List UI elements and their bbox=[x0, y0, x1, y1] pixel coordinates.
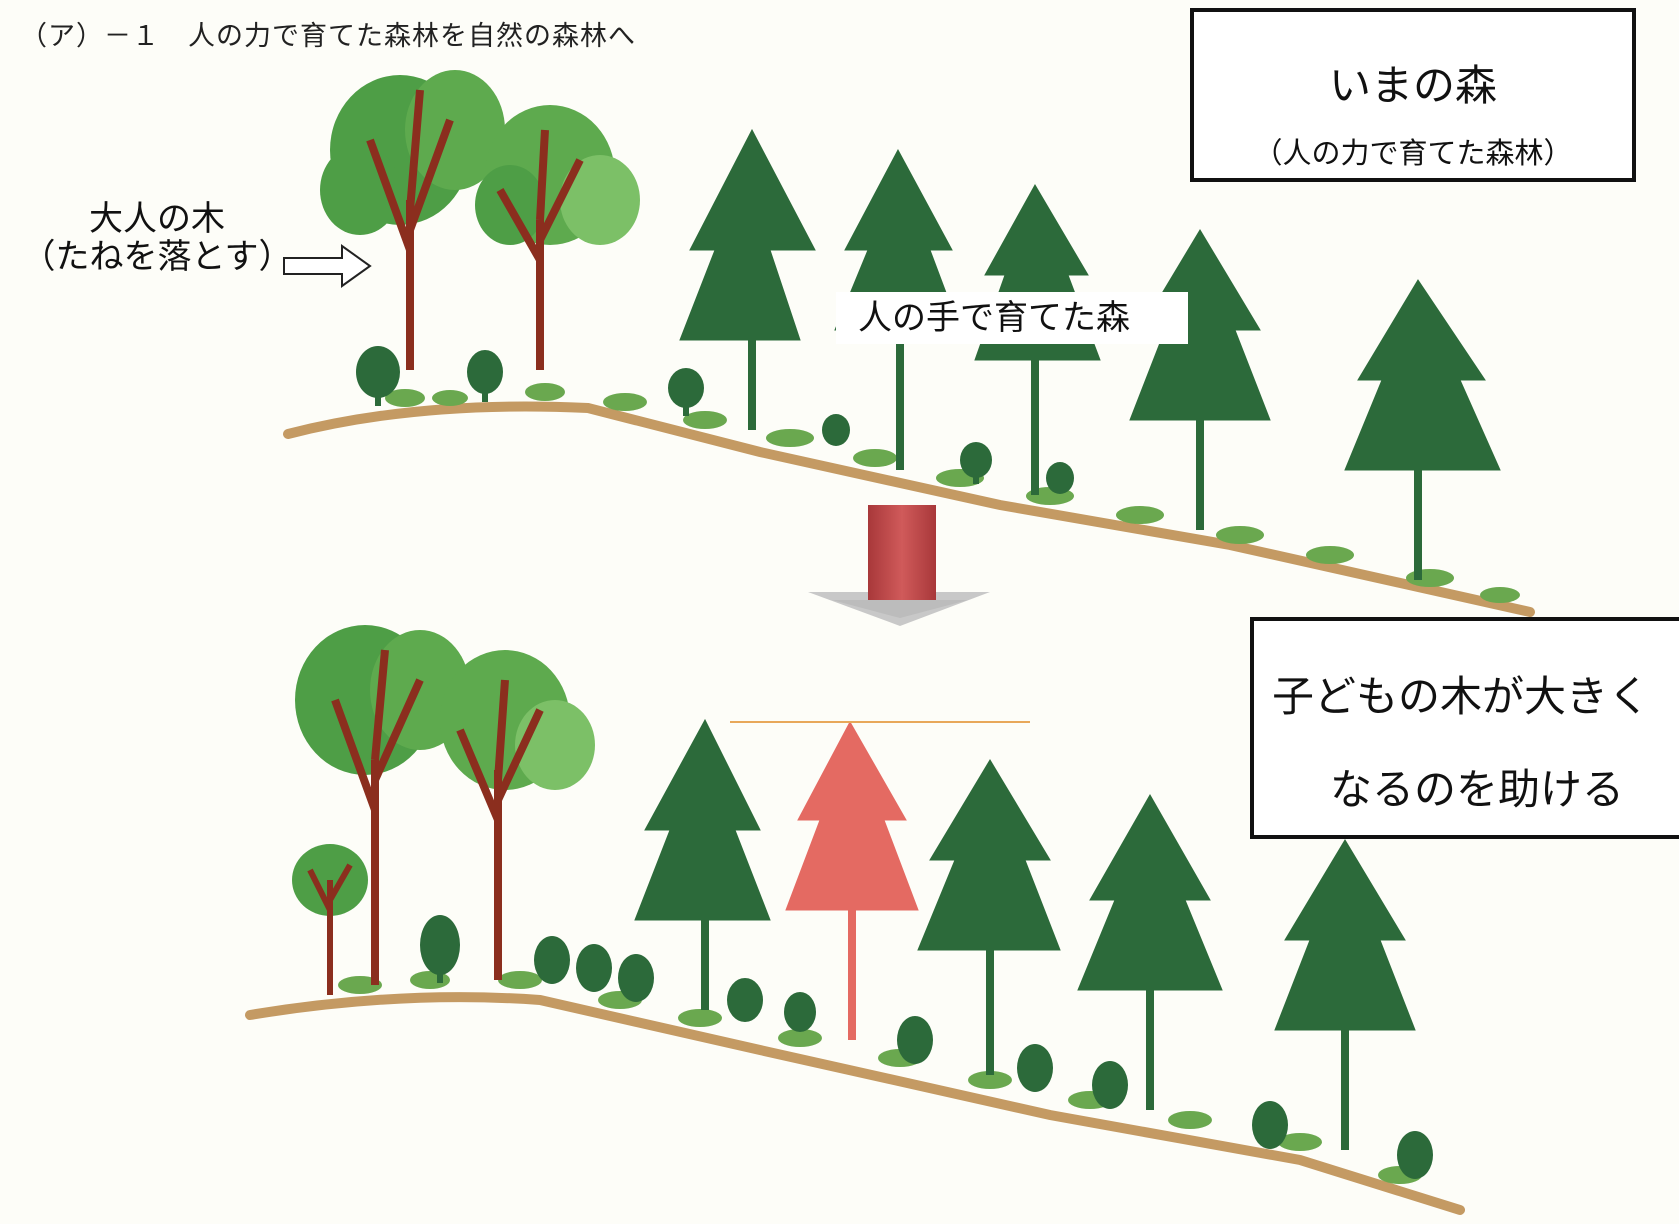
transition-arrow-icon bbox=[808, 505, 990, 626]
small-trees-top bbox=[356, 346, 1074, 494]
mature-tree-label-line1: 大人の木 bbox=[89, 199, 225, 239]
mature-broadleaf-tree-1 bbox=[320, 70, 505, 370]
planted-conifers-top bbox=[679, 128, 1501, 580]
highlighted-conifer bbox=[785, 720, 919, 1040]
young-broadleaf-tree bbox=[292, 844, 368, 995]
undergrowth-bottom bbox=[338, 971, 1422, 1184]
planted-forest-label: 人の手で育てた森 bbox=[836, 292, 1188, 344]
current-forest-subtitle: （人の力で育てた森林） bbox=[1253, 136, 1573, 170]
future-forest-scene bbox=[245, 625, 1465, 1215]
current-forest-title: いまの森 bbox=[1328, 61, 1497, 110]
mature-tree-label: 大人の木 （たねを落とす） bbox=[12, 200, 302, 276]
ground-line-top bbox=[283, 401, 1535, 617]
help-box-line2: なるのを助ける bbox=[1330, 765, 1625, 814]
mature-broadleaf-tree-2 bbox=[475, 105, 640, 370]
current-forest-box: いまの森 （人の力で育てた森林） bbox=[1190, 8, 1636, 182]
mature-broadleaf-tree-4 bbox=[440, 650, 595, 980]
page-title: （ア）－１ 人の力で育てた森林を自然の森林へ bbox=[20, 21, 636, 52]
planted-conifers-bottom bbox=[634, 718, 1416, 1150]
young-trees-bottom bbox=[420, 915, 1433, 1179]
ground-line-bottom bbox=[245, 992, 1465, 1215]
help-young-trees-box: 子どもの木が大きく なるのを助ける bbox=[1250, 617, 1679, 839]
outline-arrow-icon bbox=[283, 244, 372, 288]
mature-tree-label-line2: （たねを落とす） bbox=[21, 237, 293, 277]
help-box-line1: 子どもの木が大きく bbox=[1272, 672, 1651, 721]
current-forest-scene bbox=[283, 70, 1535, 617]
